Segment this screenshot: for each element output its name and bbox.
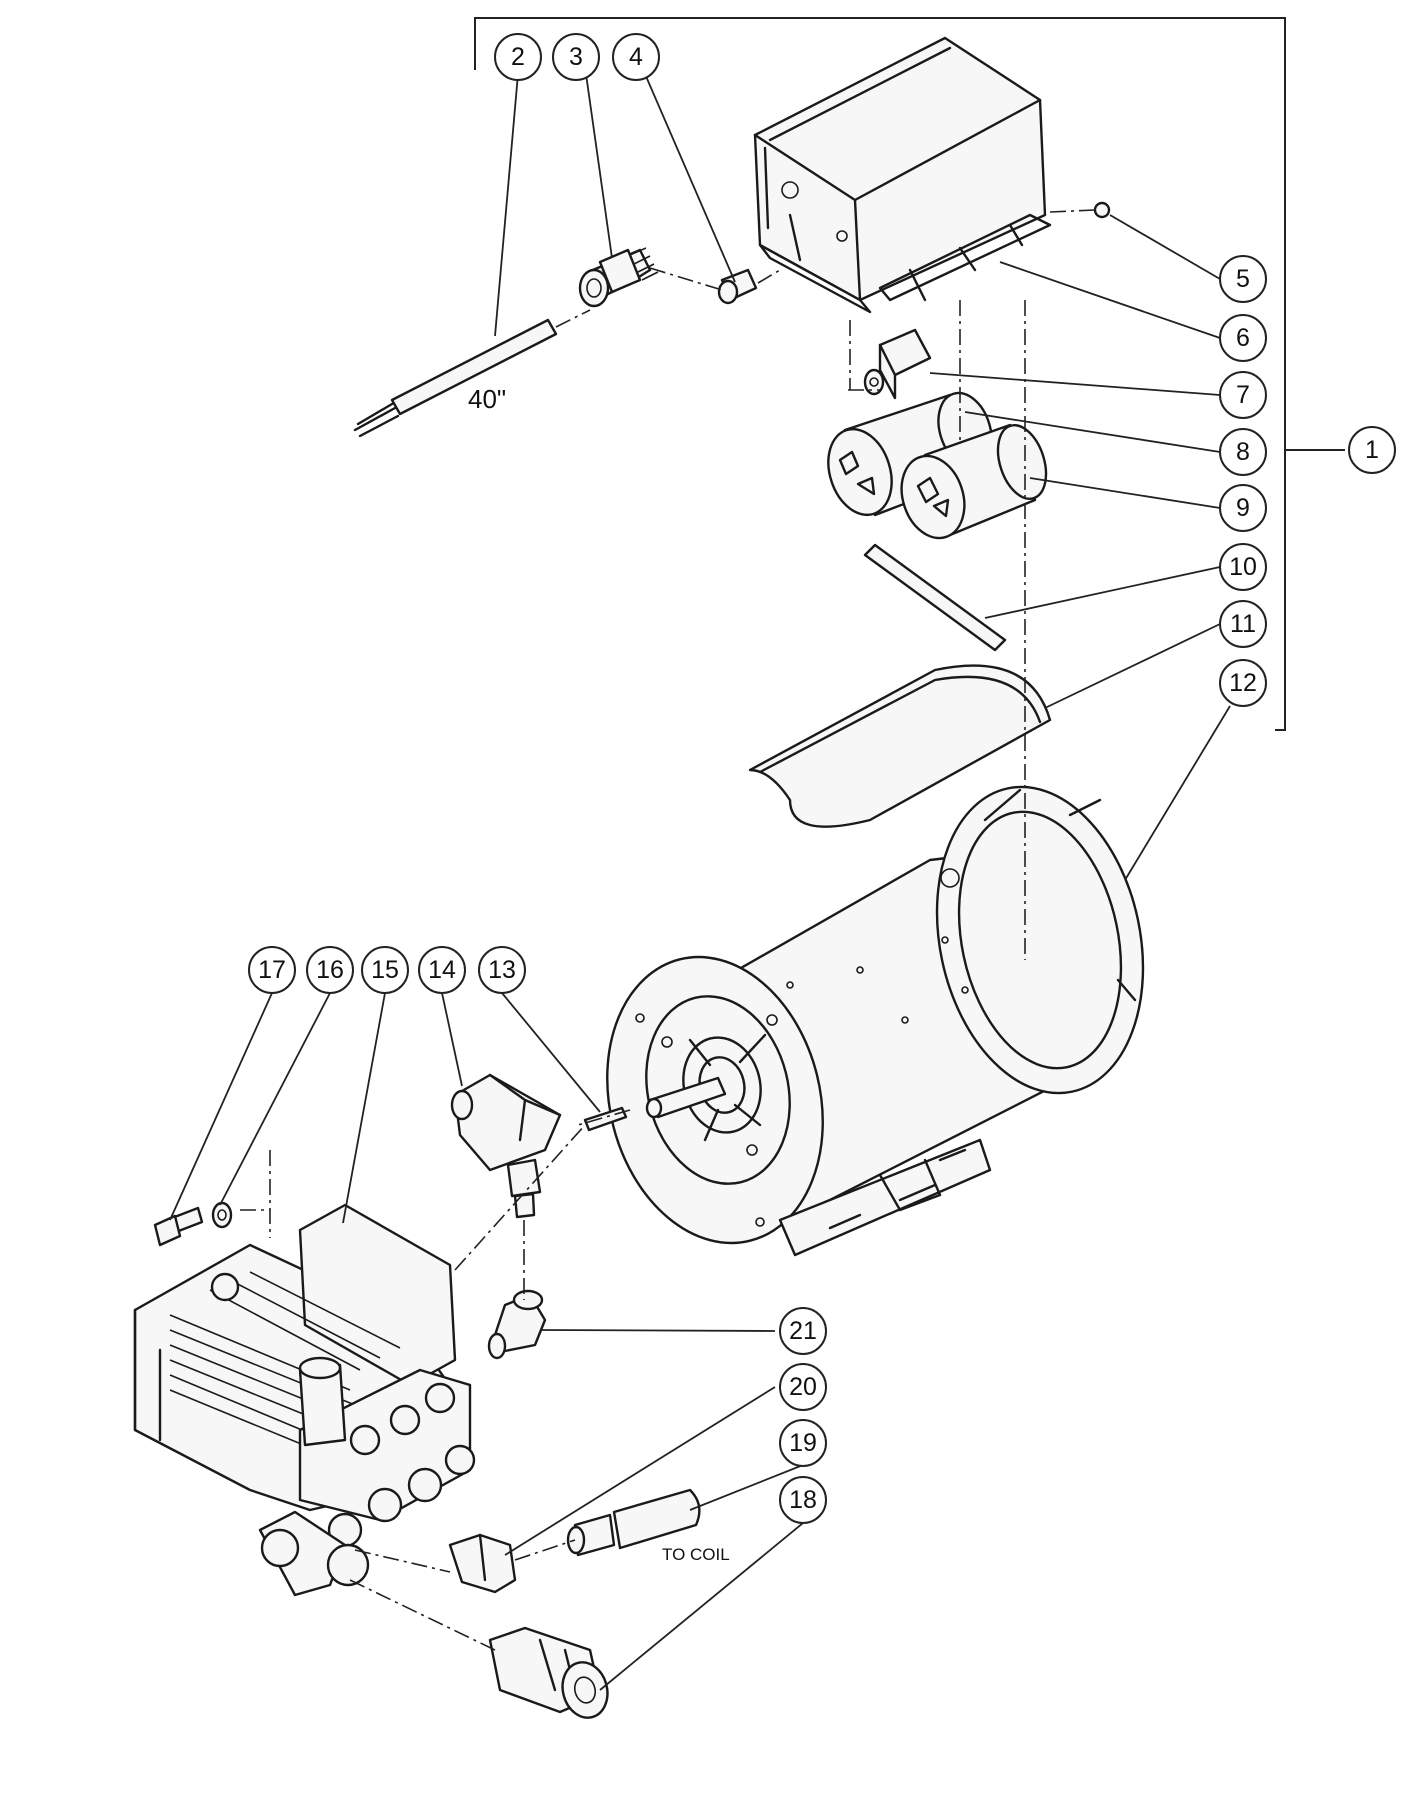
svg-text:7: 7 [1236, 381, 1250, 409]
centerlines [240, 209, 1096, 1651]
callout-6: 6 [1219, 314, 1267, 362]
svg-text:13: 13 [488, 956, 516, 984]
callout-1: 1 [1348, 426, 1396, 474]
svg-text:5: 5 [1236, 265, 1250, 293]
cord-grip [578, 247, 659, 308]
plug [717, 268, 758, 305]
outlet-elbow [448, 1533, 517, 1594]
svg-text:16: 16 [316, 956, 344, 984]
svg-text:17: 17 [258, 956, 286, 984]
callout-4: 4 [612, 33, 660, 81]
callout-3: 3 [552, 33, 600, 81]
callout-2: 2 [494, 33, 542, 81]
callout-11: 11 [1219, 600, 1267, 648]
svg-text:6: 6 [1236, 324, 1250, 352]
callout-15: 15 [361, 946, 409, 994]
lock-washer [211, 1201, 233, 1229]
svg-text:10: 10 [1229, 553, 1257, 581]
callout-17: 17 [248, 946, 296, 994]
svg-text:19: 19 [789, 1429, 817, 1457]
inlet-coupler [488, 1626, 609, 1719]
callout-14: 14 [418, 946, 466, 994]
callout-12: 12 [1219, 659, 1267, 707]
callout-20: 20 [779, 1363, 827, 1411]
motor [606, 785, 1145, 1257]
callout-18: 18 [779, 1476, 827, 1524]
svg-text:3: 3 [569, 43, 583, 71]
svg-text:15: 15 [371, 956, 399, 984]
cord-length-label: 40" [468, 384, 506, 414]
svg-text:21: 21 [789, 1317, 817, 1345]
svg-text:18: 18 [789, 1486, 817, 1514]
inlet-elbow [487, 1289, 547, 1360]
svg-text:9: 9 [1236, 494, 1250, 522]
pressure-switch [450, 1073, 562, 1219]
capacitor-run [900, 423, 1048, 540]
callout-8: 8 [1219, 428, 1267, 476]
callout-21: 21 [779, 1307, 827, 1355]
cover-screw [1093, 201, 1111, 219]
callout-10: 10 [1219, 543, 1267, 591]
callout-5: 5 [1219, 255, 1267, 303]
callout-13: 13 [478, 946, 526, 994]
callout-9: 9 [1219, 484, 1267, 532]
assembly-bracket [474, 17, 1345, 731]
callout-16: 16 [306, 946, 354, 994]
svg-text:1: 1 [1365, 436, 1379, 464]
svg-text:20: 20 [789, 1373, 817, 1401]
svg-text:12: 12 [1229, 669, 1257, 697]
to-coil-label: TO COIL [662, 1545, 730, 1564]
svg-text:4: 4 [629, 43, 643, 71]
svg-text:2: 2 [511, 43, 525, 71]
capacitor-strap [863, 543, 1007, 652]
coil-nipple [566, 1488, 701, 1557]
switch [863, 328, 932, 400]
svg-text:8: 8 [1236, 438, 1250, 466]
svg-text:11: 11 [1230, 610, 1256, 638]
pump [133, 1203, 476, 1597]
callout-19: 19 [779, 1419, 827, 1467]
leader-lines [169, 73, 1231, 1691]
capacitor-cover [748, 664, 1052, 828]
svg-text:14: 14 [428, 956, 456, 984]
power-cord [353, 318, 558, 438]
callout-7: 7 [1219, 371, 1267, 419]
mounting-bolt [153, 1206, 204, 1247]
junction-box-cover [753, 36, 1052, 314]
